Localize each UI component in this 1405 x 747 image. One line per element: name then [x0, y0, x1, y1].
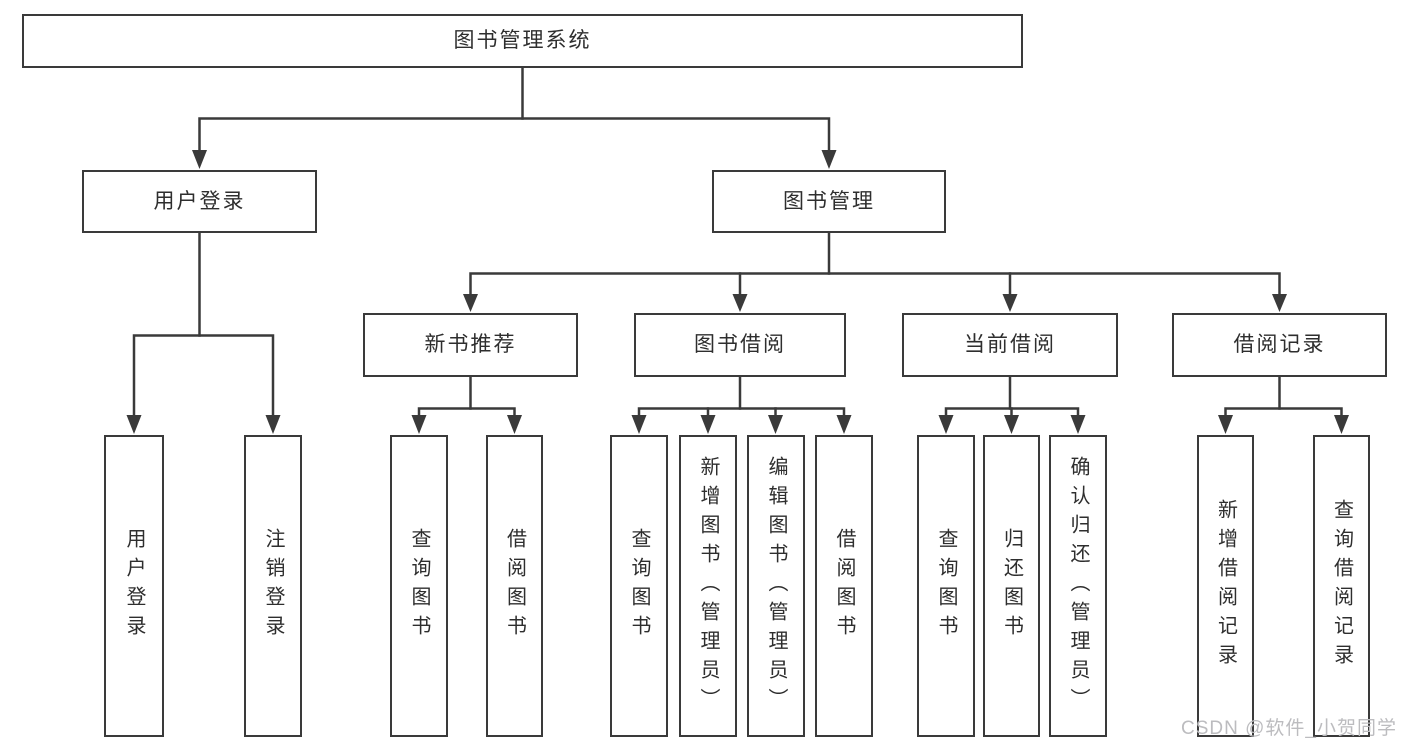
node-library-system: 图书管理系统 [22, 14, 1023, 68]
arrowhead-icon [126, 415, 142, 434]
node-book-borrowing: 图书借阅 [634, 313, 846, 377]
leaf-add-borrow-record: 新增借阅记录 [1197, 435, 1254, 737]
leaf-query-borrow-record: 查询借阅记录 [1313, 435, 1370, 737]
leaf-borrow-books: 借阅图书 [815, 435, 873, 737]
arrowhead-icon [192, 150, 207, 169]
connector-rec-branch [417, 407, 516, 419]
node-user-login: 用户登录 [82, 170, 317, 233]
arrowheads [126, 150, 1349, 434]
arrowhead-icon [1002, 294, 1018, 312]
leaf-edit-books-admin: 编辑图书（管理员） [747, 435, 805, 737]
arrowhead-icon [631, 415, 647, 434]
arrowhead-icon [1004, 415, 1019, 434]
connector-records-branch [1224, 407, 1343, 419]
connector-level2-branch [198, 117, 831, 153]
node-borrowing-records: 借阅记录 [1172, 313, 1387, 377]
connector-login-branch [132, 334, 275, 419]
arrowhead-icon [1272, 294, 1287, 312]
arrowhead-icon [507, 415, 522, 434]
csdn-watermark: CSDN @软件_小贺同学 [1181, 718, 1397, 739]
node-new-book-recommend: 新书推荐 [363, 313, 578, 377]
connector-borrow-branch [637, 407, 846, 419]
node-current-borrowing: 当前借阅 [902, 313, 1118, 377]
leaf-query-books-current: 查询图书 [917, 435, 975, 737]
arrowhead-icon [411, 415, 427, 434]
connector-level3-branch [469, 272, 1281, 297]
leaf-confirm-return-admin: 确认归还（管理员） [1049, 435, 1107, 737]
arrowhead-icon [700, 415, 716, 434]
arrowhead-icon [265, 415, 281, 434]
leaf-add-books-admin: 新增图书（管理员） [679, 435, 737, 737]
arrowhead-icon [1218, 415, 1233, 434]
arrowhead-icon [938, 415, 954, 434]
node-book-management: 图书管理 [712, 170, 946, 233]
arrowhead-icon [1334, 415, 1349, 434]
leaf-borrow-books-recommend: 借阅图书 [486, 435, 543, 737]
leaf-query-books-borrowing: 查询图书 [610, 435, 668, 737]
arrowhead-icon [836, 415, 852, 434]
arrowhead-icon [1070, 415, 1086, 434]
arrowhead-icon [732, 294, 748, 312]
leaf-return-books: 归还图书 [983, 435, 1040, 737]
leaf-query-books-recommend: 查询图书 [390, 435, 448, 737]
leaf-logout: 注销登录 [244, 435, 302, 737]
arrowhead-icon [768, 415, 783, 434]
arrowhead-icon [821, 150, 837, 169]
arrowhead-icon [463, 294, 478, 312]
leaf-user-login: 用户登录 [104, 435, 164, 737]
